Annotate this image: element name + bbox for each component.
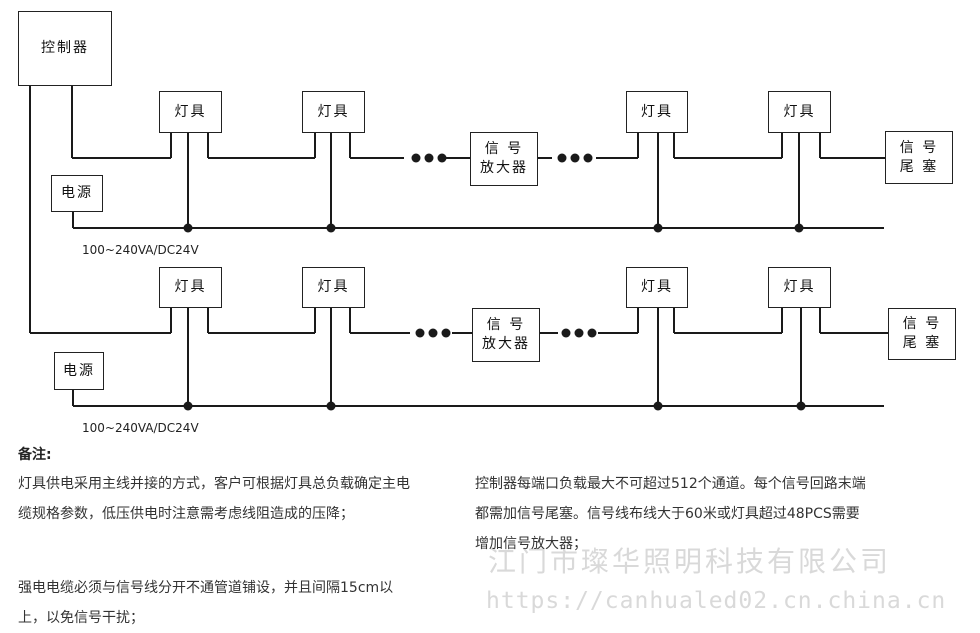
lamp-box: 灯具 [302, 91, 365, 133]
ellipsis-dot [441, 328, 451, 338]
notes-title: 备注: [18, 447, 52, 463]
ellipsis-dot [587, 328, 597, 338]
wiring-diagram [29, 86, 888, 411]
amplifier-box: 信 号 放大器 [470, 132, 538, 186]
ellipsis-dot [437, 153, 447, 163]
amplifier-box: 信 号 放大器 [472, 308, 540, 362]
note-left-1: 灯具供电采用主线并接的方式，客户可根据灯具总负载确定主电缆规格参数，低压供电时注… [18, 476, 410, 522]
terminator-box: 信 号 尾 塞 [885, 131, 953, 184]
power-spec-label: 100~240VA/DC24V [82, 243, 199, 257]
ellipsis-dot [583, 153, 593, 163]
note-left-2: 强电电缆必须与信号线分开不通管道铺设，并且间隔15cm以上，以免信号干扰； [18, 580, 394, 626]
junction-dot [326, 223, 336, 233]
power-supply-box: 电源 [54, 352, 104, 390]
ellipsis-dot [570, 153, 580, 163]
junction-dot [794, 223, 804, 233]
lamp-box: 灯具 [159, 91, 222, 133]
ellipsis-dot [561, 328, 571, 338]
terminator-box: 信 号 尾 塞 [888, 308, 956, 360]
ellipsis-dot [411, 153, 421, 163]
watermark-url: https://canhualed02.cn.china.cn [486, 588, 947, 614]
junction-dot [796, 401, 806, 411]
junction-dot [653, 401, 663, 411]
lamp-box: 灯具 [768, 267, 831, 308]
lamp-box: 灯具 [768, 91, 831, 133]
junction-dot [326, 401, 336, 411]
ellipsis-dot [428, 328, 438, 338]
watermark-company: 江门市璨华照明科技有限公司 [488, 545, 892, 578]
note-right-1: 控制器每端口负载最大不可超过512个通道。每个信号回路末端都需加信号尾塞。信号线… [475, 476, 866, 552]
lamp-box: 灯具 [626, 267, 688, 308]
ellipsis-dot [574, 328, 584, 338]
ellipsis-dot [424, 153, 434, 163]
power-supply-box: 电源 [51, 175, 103, 212]
ellipsis-dot [415, 328, 425, 338]
lamp-box: 灯具 [302, 267, 365, 308]
junction-dot [183, 223, 193, 233]
junction-dot [653, 223, 663, 233]
lamp-box: 灯具 [159, 267, 222, 308]
ellipsis-dot [557, 153, 567, 163]
junction-dot [183, 401, 193, 411]
lamp-box: 灯具 [626, 91, 688, 133]
controller-box: 控制器 [18, 11, 112, 86]
power-spec-label: 100~240VA/DC24V [82, 421, 199, 435]
